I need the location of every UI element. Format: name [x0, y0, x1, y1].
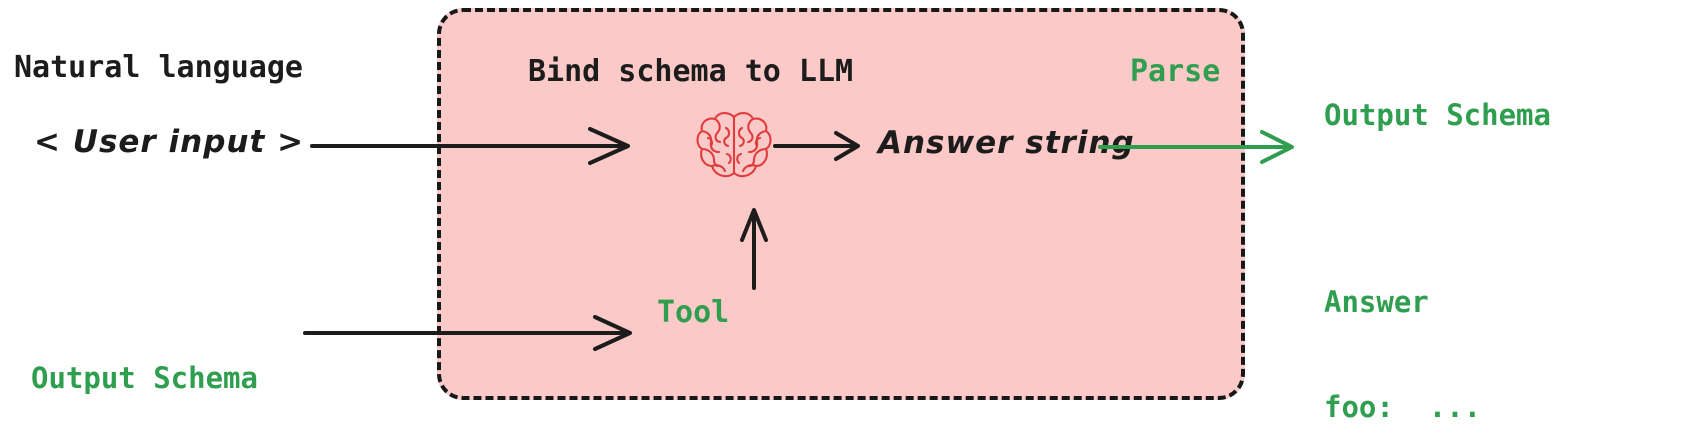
tool-label: Tool [657, 295, 730, 330]
output-schema-title: Output Schema [1324, 98, 1551, 132]
brain-icon [696, 112, 772, 178]
output-schema-line-foo: foo: ... [1324, 390, 1482, 424]
bind-schema-label: Bind schema to LLM [528, 54, 854, 89]
output-schema-block: Output Schema Answer foo: ... bar: ... [1324, 28, 1551, 443]
schema-spacer [1324, 203, 1551, 215]
input-schema-title: Output Schema [31, 361, 258, 395]
user-input-label: < User input > [34, 124, 305, 160]
output-schema-answer-label: Answer [1324, 285, 1429, 319]
parse-label: Parse [1130, 54, 1221, 89]
natural-language-label: Natural language [14, 50, 303, 85]
answer-string-label: Answer string [878, 125, 1135, 161]
input-output-schema-block: Output Schema foo: ... bar: ... [31, 291, 258, 443]
